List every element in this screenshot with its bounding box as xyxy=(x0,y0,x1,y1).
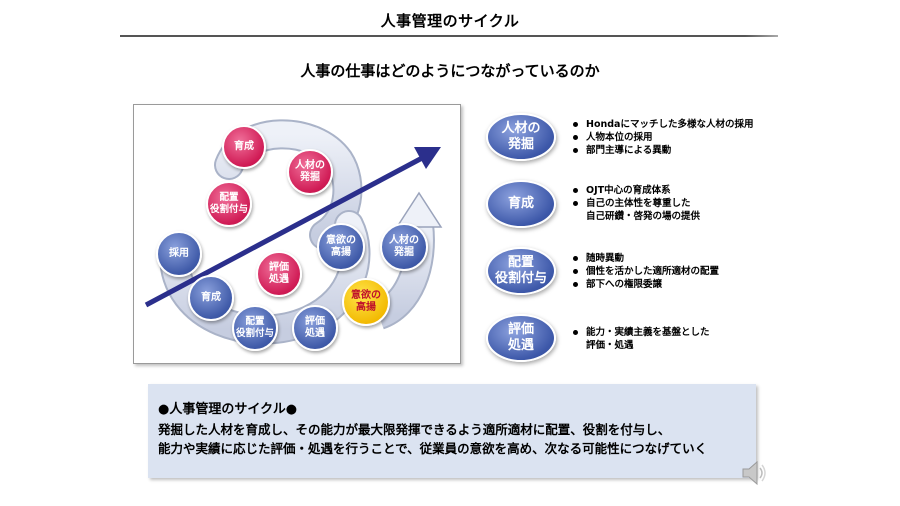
node-iyoku-mid: 意欲の 高揚 xyxy=(317,223,365,271)
point-item: 人物本位の採用 xyxy=(572,131,753,144)
point-item: 個性を活かした適所適材の配置 xyxy=(572,265,719,278)
summary-heading: ●人事管理のサイクル● xyxy=(158,402,298,417)
node-haichi-top: 配置 役割付与 xyxy=(206,181,252,227)
node-saiyo: 採用 xyxy=(156,231,202,277)
growth-arrow-line xyxy=(144,154,426,308)
point-item: Hondaにマッチした多様な人材の採用 xyxy=(572,118,753,131)
title-divider xyxy=(120,35,778,37)
category-jinzai-hakkutsu: 人材の 発掘 xyxy=(486,113,556,161)
point-item: 能力・実績主義を基盤とした xyxy=(572,326,710,339)
point-item: 部下への権限委譲 xyxy=(572,278,719,291)
point-item: OJT中心の育成体系 xyxy=(572,184,700,197)
points-ikusei: OJT中心の育成体系 自己の主体性を尊重した 自己研鑽・啓発の場の提供 xyxy=(572,184,700,223)
speaker-icon[interactable] xyxy=(741,459,767,487)
summary-box: ●人事管理のサイクル● 発掘した人材を育成し、その能力が最大限発揮できるよう適所… xyxy=(148,384,756,478)
page-title: 人事管理のサイクル xyxy=(380,12,520,30)
point-item-continuation: 評価・処遇 xyxy=(586,340,634,351)
category-hyoka: 評価 処遇 xyxy=(486,314,556,362)
point-item: 自己の主体性を尊重した xyxy=(572,197,700,210)
growth-arrow-head xyxy=(414,147,441,169)
cycle-band-arrowhead xyxy=(395,191,443,228)
page-subtitle: 人事の仕事はどのようにつながっているのか xyxy=(300,62,600,80)
point-item: 随時異動 xyxy=(572,252,719,265)
node-jinzai-top: 人材の 発掘 xyxy=(287,149,333,195)
points-jinzai-hakkutsu: Hondaにマッチした多様な人材の採用 人物本位の採用 部門主導による異動 xyxy=(572,118,753,157)
summary-line-2: 能力や実績に応じた評価・処遇を行うことで、従業員の意欲を高め、次なる可能性につな… xyxy=(158,441,708,456)
points-haichi: 随時異動 個性を活かした適所適材の配置 部下への権限委譲 xyxy=(572,252,719,291)
node-haichi-bottom: 配置 役割付与 xyxy=(232,305,278,351)
node-hyoka-mid: 評価 処遇 xyxy=(256,251,302,297)
point-item-continuation: 自己研鑽・啓発の場の提供 xyxy=(586,211,701,222)
cycle-diagram: 育成 人材の 発掘 配置 役割付与 採用 評価 処遇 意欲の 高揚 人材の 発掘… xyxy=(133,104,461,364)
node-jinzai-right: 人材の 発掘 xyxy=(380,223,428,271)
summary-line-1: 発掘した人材を育成し、その能力が最大限発揮できるよう適所適材に配置、役割を付与し… xyxy=(158,422,671,437)
node-ikusei-bottom: 育成 xyxy=(188,275,234,321)
node-hyoka-bottom: 評価 処遇 xyxy=(292,305,338,351)
point-item: 部門主導による異動 xyxy=(572,144,753,157)
node-ikusei-top: 育成 xyxy=(222,125,266,169)
category-haichi: 配置 役割付与 xyxy=(486,247,556,295)
node-iyoku-yellow: 意欲の 高揚 xyxy=(342,278,390,326)
category-ikusei: 育成 xyxy=(486,180,556,228)
points-hyoka: 能力・実績主義を基盤とした 評価・処遇 xyxy=(572,326,710,352)
